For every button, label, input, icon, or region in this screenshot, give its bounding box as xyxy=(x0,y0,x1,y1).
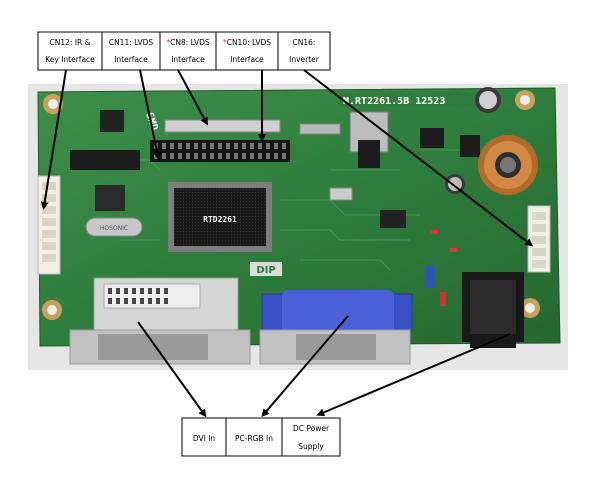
label-box-pc-rgb xyxy=(225,417,283,457)
label-cn8-text: CN8: LVDS xyxy=(170,38,210,47)
small-ic xyxy=(420,128,444,148)
board-model-label: M.RT2261.5B 12523 xyxy=(343,96,445,107)
label-cn12-line2: Key Interface xyxy=(45,55,95,64)
cn12-pins xyxy=(42,182,56,262)
cn16-pins xyxy=(532,212,546,268)
crystal-oscillator xyxy=(85,217,143,237)
regulator-chip xyxy=(100,110,124,132)
chip-marking: RTD2261 xyxy=(203,215,237,224)
label-box-dc-power xyxy=(281,417,341,457)
cn10-lvds-connector xyxy=(299,123,341,135)
heatsink-tab xyxy=(349,111,389,153)
label-dc-power-line2: Supply xyxy=(298,442,324,451)
toroid-inductor xyxy=(478,135,538,195)
label-cn16-line2: Inverter xyxy=(289,55,320,64)
label-cn10-line1: *CN10: LVDS xyxy=(223,38,271,47)
label-pc-rgb-in: PC-RGB In xyxy=(235,434,273,443)
lvds-pins xyxy=(154,143,286,159)
electrolytic-capacitor xyxy=(475,87,501,113)
vga-connector xyxy=(259,290,413,365)
dvi-connector xyxy=(69,277,251,365)
jumper xyxy=(329,187,353,201)
mount-hole xyxy=(520,298,540,318)
led xyxy=(450,248,458,252)
arrow-cn12 xyxy=(40,69,67,210)
label-dc-power-line1: DC Power xyxy=(293,424,330,433)
mount-hole xyxy=(43,94,63,114)
label-cn10-line2: Interface xyxy=(230,55,264,64)
top-label-group: CN12: IR & Key Interface CN11: LVDS Inte… xyxy=(37,31,331,71)
arrow-cn11 xyxy=(139,69,162,160)
label-cn11-line2: Interface xyxy=(114,55,148,64)
label-cn8-line1: *CN8: LVDS xyxy=(166,38,210,47)
capacitor xyxy=(425,265,435,287)
label-cn8-star: * xyxy=(166,38,170,47)
label-cn8-line2: Interface xyxy=(171,55,205,64)
arrow-cn16 xyxy=(303,69,534,247)
callout-arrows xyxy=(40,69,534,418)
label-cn12-line1: CN12: IR & xyxy=(50,38,91,47)
header-connector xyxy=(70,150,140,170)
small-ic xyxy=(95,185,125,211)
arrow-dvi xyxy=(137,321,207,418)
label-cn11-line1: CN11: LVDS xyxy=(109,38,154,47)
label-box-cn11 xyxy=(101,31,161,71)
label-cn10-star: * xyxy=(223,38,227,47)
main-ic xyxy=(174,188,266,246)
small-ic xyxy=(460,135,480,157)
arrow-pc-rgb xyxy=(261,315,349,418)
label-cn10-text: CN10: LVDS xyxy=(227,38,272,47)
model-label-background xyxy=(340,93,478,107)
label-box-cn8 xyxy=(159,31,217,71)
mount-hole xyxy=(515,90,535,110)
capacitor xyxy=(440,292,446,306)
cn8-lvds-connector xyxy=(150,140,290,162)
label-cn16-line1: CN16: xyxy=(293,38,316,47)
label-dvi-in: DVI In xyxy=(193,434,216,443)
mount-hole xyxy=(42,300,62,320)
dc-power-jack xyxy=(462,272,524,348)
led xyxy=(430,230,438,234)
label-box-cn10 xyxy=(215,31,279,71)
dip-label-background xyxy=(250,262,282,276)
arrow-cn8 xyxy=(177,69,208,126)
small-ic xyxy=(380,210,406,228)
cn11-lvds-connector xyxy=(164,119,281,133)
dip-label: DIP xyxy=(256,265,275,276)
arrow-dc-power xyxy=(316,333,511,417)
power-transistor xyxy=(358,140,380,168)
crystal-label: HOSONIC xyxy=(100,225,128,232)
bottom-label-group: DVI In PC-RGB In DC Power Supply xyxy=(181,417,341,457)
